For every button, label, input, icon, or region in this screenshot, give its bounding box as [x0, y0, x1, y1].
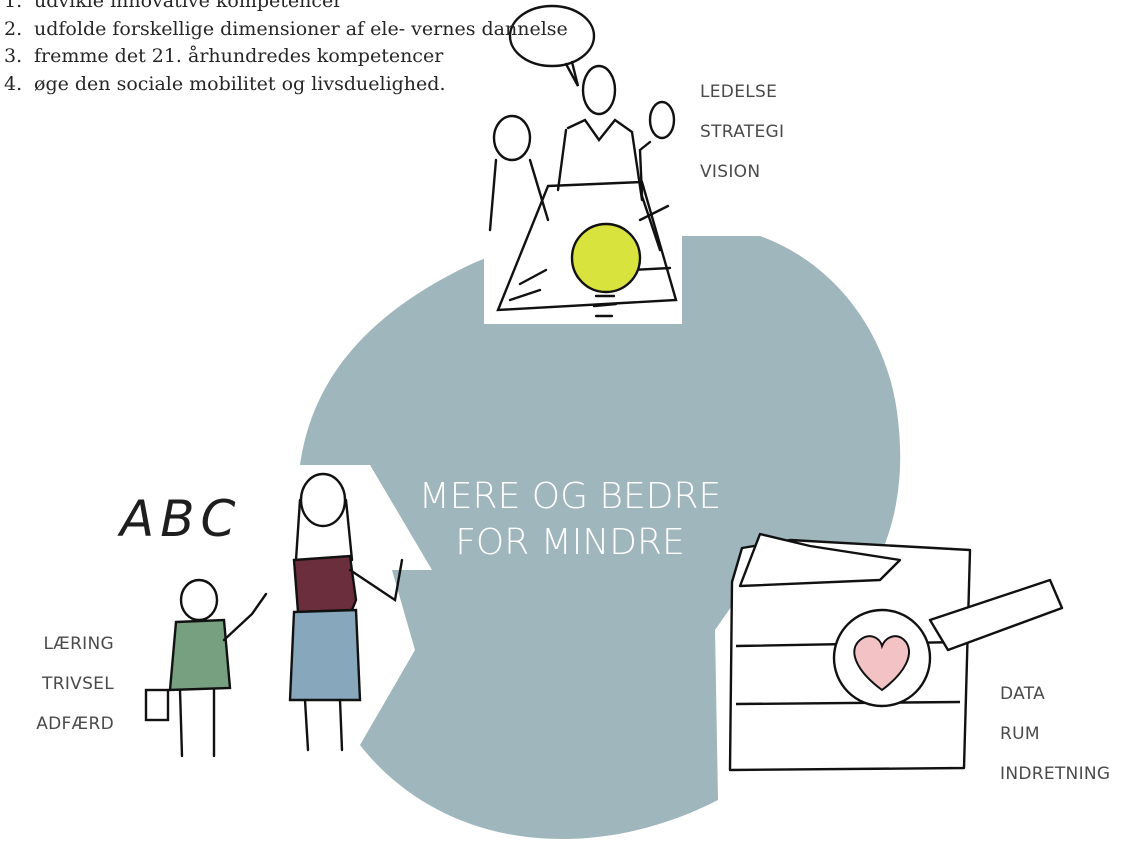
label-ledelse: LEDELSE [700, 82, 778, 102]
list-text: fremme det 21. århundredes kompetencer [34, 45, 444, 67]
label-adfaerd: ADFÆRD [36, 714, 114, 734]
center-title-line-2: FOR MINDRE [455, 522, 685, 563]
label-indretning: INDRETNING [1000, 764, 1111, 784]
list-text: udvikle innovative kompetencer [34, 0, 343, 12]
label-rum: RUM [1000, 724, 1040, 744]
list-number: 1. [4, 0, 23, 12]
label-group-learning: LÆRING TRIVSEL ADFÆRD [8, 624, 114, 744]
center-title: MERE OG BEDRE FOR MINDRE [368, 474, 772, 566]
list-item: 1. udvikle innovative kompetencer [4, 0, 568, 16]
label-data: DATA [1000, 684, 1045, 704]
list-number: 2. [4, 17, 23, 40]
label-laering: LÆRING [43, 634, 114, 654]
lightbulb-icon [570, 222, 642, 294]
abc-lettering: ABC [120, 490, 242, 548]
list-item: 3. fremme det 21. århundredes kompetencer [4, 43, 568, 71]
children-illustration [144, 472, 404, 758]
list-text: udfolde forskellige dimensioner af ele- … [34, 17, 568, 40]
house-illustration [728, 532, 1064, 772]
goals-list: 1. udvikle innovative kompetencer 2. udfol… [4, 0, 568, 98]
label-group-data: DATA RUM INDRETNING [1000, 674, 1110, 794]
label-vision: VISION [700, 162, 761, 182]
list-number: 4. [4, 72, 23, 95]
heart-icon [853, 635, 910, 692]
label-trivsel: TRIVSEL [42, 674, 114, 694]
list-text: øge den sociale mobilitet og livsdueligh… [34, 72, 446, 95]
center-title-line-1: MERE OG BEDRE [418, 476, 722, 517]
meeting-illustration [484, 4, 682, 324]
label-strategi: STRATEGI [700, 122, 785, 142]
list-number: 3. [4, 45, 23, 67]
list-item: 2. udfolde forskellige dimensioner af ele… [4, 16, 568, 44]
list-item: 4. øge den sociale mobilitet og livsdueli… [4, 71, 568, 99]
central-circle [300, 232, 901, 839]
label-group-leadership: LEDELSE STRATEGI VISION [700, 72, 784, 192]
